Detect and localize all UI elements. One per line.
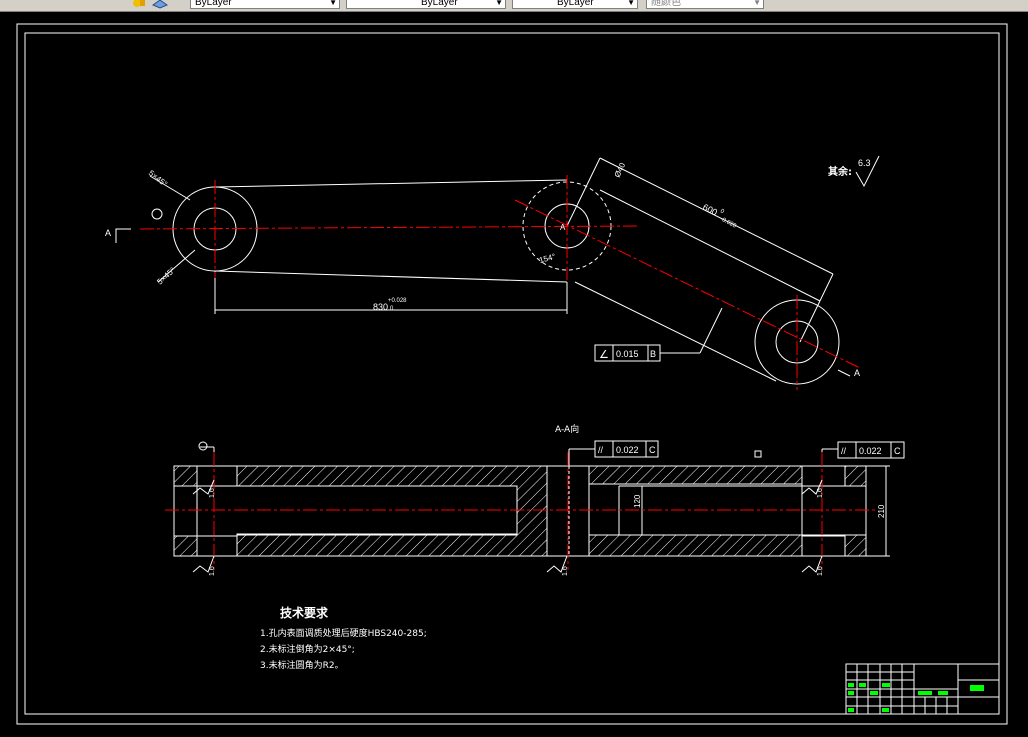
chamfer-bottom: 5×45°	[155, 266, 177, 287]
angularity-value: 0.015	[616, 349, 639, 359]
parallel-right-symbol: //	[841, 446, 847, 456]
parallel-mid-symbol: //	[598, 445, 604, 455]
dim-600: 600	[701, 202, 719, 218]
tech-item-3: 3.未标注圆角为R2。	[260, 659, 344, 671]
roughness-other-value: 6.3	[858, 158, 871, 168]
roughness-value-4: 1.6	[817, 488, 824, 498]
layer-state-icon[interactable]	[132, 0, 146, 8]
chevron-down-icon: ▼	[753, 0, 761, 7]
angle-154: 154°	[538, 252, 556, 265]
parallel-right-datum: C	[894, 446, 901, 456]
parallel-frame-right	[837, 441, 905, 459]
dim-dia-40: Ø40	[613, 161, 628, 179]
lineweight-control-label: ByLayer	[557, 0, 594, 8]
tech-item-2: 2.未标注倒角为2×45°;	[260, 643, 355, 655]
tech-title: 技术要求	[280, 605, 329, 620]
parallel-right-value: 0.022	[859, 446, 882, 456]
section-centerlines	[165, 452, 878, 570]
roughness-other: 其余:	[828, 165, 852, 178]
tech-item-1: 1.孔内表面调质处理后硬度HBS240-285;	[260, 627, 427, 639]
lineweight-control[interactable]: ByLayer ▼	[512, 0, 638, 9]
section-roughness-symbols	[192, 479, 823, 573]
roughness-value-2: 1.6	[209, 566, 216, 576]
plan-centerlines	[139, 175, 861, 390]
chevron-down-icon: ▼	[495, 0, 503, 7]
chevron-down-icon: ▼	[627, 0, 635, 7]
drawing-canvas[interactable]: ∠ 0.015 B 830 +0.028 0 600 0 -0.028 Ø40 …	[0, 12, 1028, 737]
title-block	[845, 663, 1000, 715]
color-control[interactable]: ByLayer ▼	[190, 0, 340, 9]
parallel-mid-datum: C	[649, 445, 656, 455]
chevron-down-icon: ▼	[329, 0, 337, 7]
parallel-mid-value: 0.022	[616, 445, 639, 455]
section-view	[173, 441, 890, 557]
title-block-fills	[848, 683, 984, 712]
inner-border	[24, 32, 1000, 715]
linetype-control[interactable]: ByLayer ▼	[346, 0, 506, 9]
layer-previous-icon[interactable]	[151, 0, 169, 9]
dim-120: 120	[633, 494, 642, 508]
section-marker-left: A	[105, 228, 111, 238]
chamfer-top: 5×45°	[147, 168, 169, 188]
angularity-tolerance-frame	[594, 344, 661, 362]
plan-view	[115, 155, 880, 385]
properties-toolbar: ByLayer ▼ ByLayer ▼ ByLayer ▼ 随颜色 ▼	[0, 0, 1028, 12]
parallel-frame-mid	[594, 440, 659, 458]
section-title: A-A向	[555, 423, 579, 435]
angularity-datum: B	[650, 349, 656, 359]
roughness-value-5: 1.6	[817, 566, 824, 576]
center-label: A	[560, 223, 566, 232]
dim-830-tol-upper: +0.028	[388, 298, 407, 304]
dim-600-tol-upper: 0	[719, 208, 725, 215]
outer-border	[16, 23, 1008, 725]
dim-210: 210	[877, 504, 886, 518]
linetype-control-label: ByLayer	[421, 0, 458, 8]
dim-600-tol-lower: -0.028	[719, 216, 737, 229]
roughness-value-3: 1.6	[562, 566, 569, 576]
section-marker-right: A	[854, 368, 860, 378]
dim-830-tol-lower: 0	[390, 306, 394, 312]
color-control-label: ByLayer	[195, 0, 232, 8]
angularity-symbol: ∠	[599, 349, 609, 361]
plotstyle-control-label: 随颜色	[651, 0, 681, 8]
plotstyle-control[interactable]: 随颜色 ▼	[646, 0, 764, 9]
roughness-value-1: 1.6	[209, 488, 216, 498]
dim-830: 830	[373, 302, 388, 312]
